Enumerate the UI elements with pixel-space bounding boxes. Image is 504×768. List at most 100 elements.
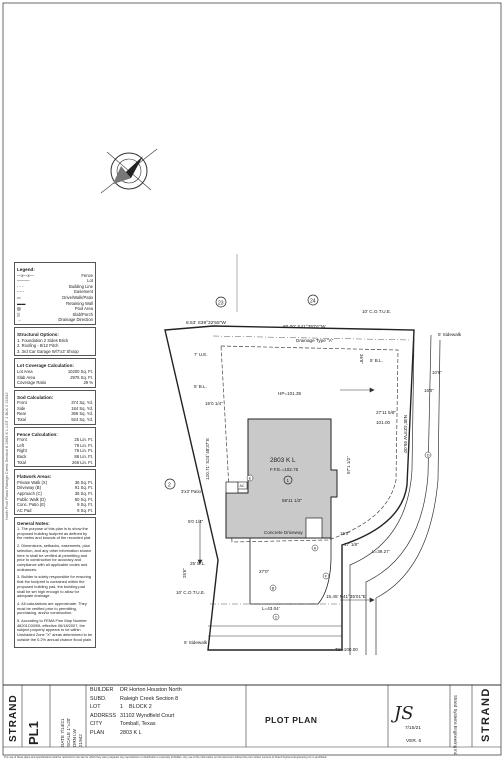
- dim-15-0-label: 15'0": [340, 531, 350, 536]
- lot-24-marker: [307, 294, 319, 306]
- lot-1-label: 1: [287, 478, 290, 483]
- patio-pad: [225, 481, 239, 494]
- lot-2-label: 2: [168, 483, 171, 489]
- lot-23-label: 23: [218, 301, 224, 307]
- dim-36-label: 36'8": [359, 354, 364, 364]
- arc-label: L=43.04': [262, 606, 280, 611]
- dim-16-label: 16'0": [424, 388, 434, 393]
- building-line: [220, 345, 399, 543]
- north-arrow-icon: [100, 148, 158, 194]
- bottom-bearing-label: 15.45' N41°35'01"E: [326, 594, 366, 599]
- entry-porch: [305, 517, 323, 539]
- note-3: 3. Builder is solely responsible for ens…: [17, 574, 91, 599]
- lot-23-marker: [215, 296, 227, 308]
- left-bearing-label: 120.71' S24°48'37"E: [205, 438, 210, 480]
- lot-1-marker: [283, 475, 293, 485]
- tc-label: TC=100.00: [335, 647, 358, 652]
- city-value: Tomball, Texas: [120, 721, 156, 728]
- tag-d: D: [427, 453, 430, 458]
- plan-name-label: 2803 K L: [270, 457, 296, 464]
- legend-column: Legend: —x—x—Fence ———Lot - - -Building …: [14, 262, 96, 650]
- top-bearing-right: 80.00' S41°35'01"W: [283, 324, 326, 330]
- signature-date: 7/15/21: [405, 726, 422, 731]
- bl-front-label: 25' B.L.: [190, 561, 205, 566]
- legend-item-lot: ———Lot: [17, 278, 93, 284]
- dim-17-label: 17' 1/8": [344, 542, 359, 547]
- cotue-top-label: 10' C.O.T.U.E.: [362, 309, 391, 314]
- lot-24-label: 24: [310, 299, 316, 305]
- sheet-number: PL1: [26, 721, 41, 745]
- legend-item-fence: —x—x—Fence: [17, 272, 93, 278]
- legend-item-building-line: - - -Building Line: [17, 283, 93, 289]
- tag-f: F: [325, 574, 328, 579]
- tag-c-marker: [272, 613, 280, 621]
- lot-boundary: [164, 325, 415, 651]
- strand-logo-right: STRAND: [480, 687, 492, 742]
- sidewalk-right: [349, 337, 415, 655]
- legend-item-drainage: →Drainage Direction: [17, 317, 93, 323]
- bl-right-label: 5' B.L.: [370, 358, 383, 363]
- signature: JS: [394, 703, 414, 724]
- dim-101-label: 101.00: [376, 420, 390, 425]
- firm-name: Strand Systems Engineering Inc: [453, 695, 458, 755]
- tag-d-marker: [424, 451, 432, 459]
- disclaimer: The use of these plans and specification…: [4, 756, 328, 759]
- note-1: 1. The purpose of this plan is to show t…: [17, 526, 92, 541]
- dim-15-label: 15'0 1/4": [205, 401, 223, 406]
- bl-left-label: 5' B.L.: [194, 384, 207, 389]
- lot-value: 1: [120, 704, 123, 711]
- lot-2-marker: [164, 478, 176, 490]
- dim-25-label: 25'6": [182, 568, 187, 578]
- tag-b: B: [272, 586, 275, 591]
- dim-5-label: 5'0 1/4": [188, 519, 204, 524]
- ue-left-label: 7' U.E.: [194, 352, 208, 357]
- tag-a-marker: [311, 544, 319, 552]
- drainage-arrow-icon: [197, 387, 375, 603]
- note-2: 2. Dimensions, setbacks, easements, plan…: [17, 543, 91, 572]
- dim-27-0-label: 27'0": [259, 569, 270, 574]
- legend-item-slab: ▒Slab/Porch: [17, 311, 93, 317]
- flatwork-box: Flatwork Areas: Private Walk (X)36 Sq. F…: [14, 469, 96, 516]
- tag-c: C: [275, 615, 278, 620]
- sidewalk-right-label: 5' Sidewalk: [438, 332, 462, 337]
- hp-label: HP=101.35: [278, 391, 302, 396]
- ffe-label: F.F.E.=102.75: [270, 467, 299, 472]
- note-5: 5. According to FEMA Firm Map Number 482…: [17, 618, 93, 642]
- dim-57-label: 57'1 1/2": [346, 456, 351, 474]
- side-stamp: North Pool Plans Raleigh Creek Section 8…: [4, 392, 9, 520]
- dim-10-label: 10'6": [432, 370, 442, 375]
- legend-item-retaining: ▬▬Retaining Wall: [17, 300, 93, 306]
- ac-label: AC: [240, 484, 245, 488]
- version: VER. 6: [406, 739, 422, 744]
- tag-b-marker: [269, 584, 277, 592]
- cotue-bottom-label: 10' C.O.T.U.E.: [176, 590, 205, 595]
- strand-logo-left: STRAND: [8, 694, 19, 742]
- block-value: 2: [148, 704, 152, 711]
- plan-value: 2803 K L: [120, 729, 142, 736]
- drainage-label: Drainage Type "A": [296, 338, 334, 343]
- curve-label: L=39.27': [372, 549, 390, 554]
- address-value: 31102 Wyndfield Court: [120, 712, 175, 719]
- sidewalk-left-label: 5' Sidewalk: [184, 640, 208, 645]
- top-bearing-left: 8.53' S39°32'55"W: [186, 320, 226, 326]
- patio-label: 3'x3' Patio: [181, 489, 202, 494]
- ac-pad: [237, 481, 248, 490]
- legend-title: Legend:: [17, 267, 35, 272]
- tag-e: E: [249, 476, 252, 481]
- street-edge: [375, 339, 441, 655]
- dim-58-label: 58'11 1/2": [282, 498, 302, 503]
- driveway-label: Concrete Driveway: [264, 530, 304, 535]
- subdivision-value: Raleigh Creek Section 8: [120, 695, 179, 702]
- tag-f-marker: [322, 572, 330, 580]
- curb-line: [365, 334, 432, 655]
- right-bearing-label: N48°43'9"W 95.00': [403, 415, 408, 454]
- dim-27-label: 27'11 5/8": [376, 410, 396, 415]
- builder-value: DR Horton Houston North: [120, 687, 182, 693]
- sheet-border: [2, 2, 502, 756]
- note-4: 4. All calculations are approximate. The…: [17, 600, 87, 616]
